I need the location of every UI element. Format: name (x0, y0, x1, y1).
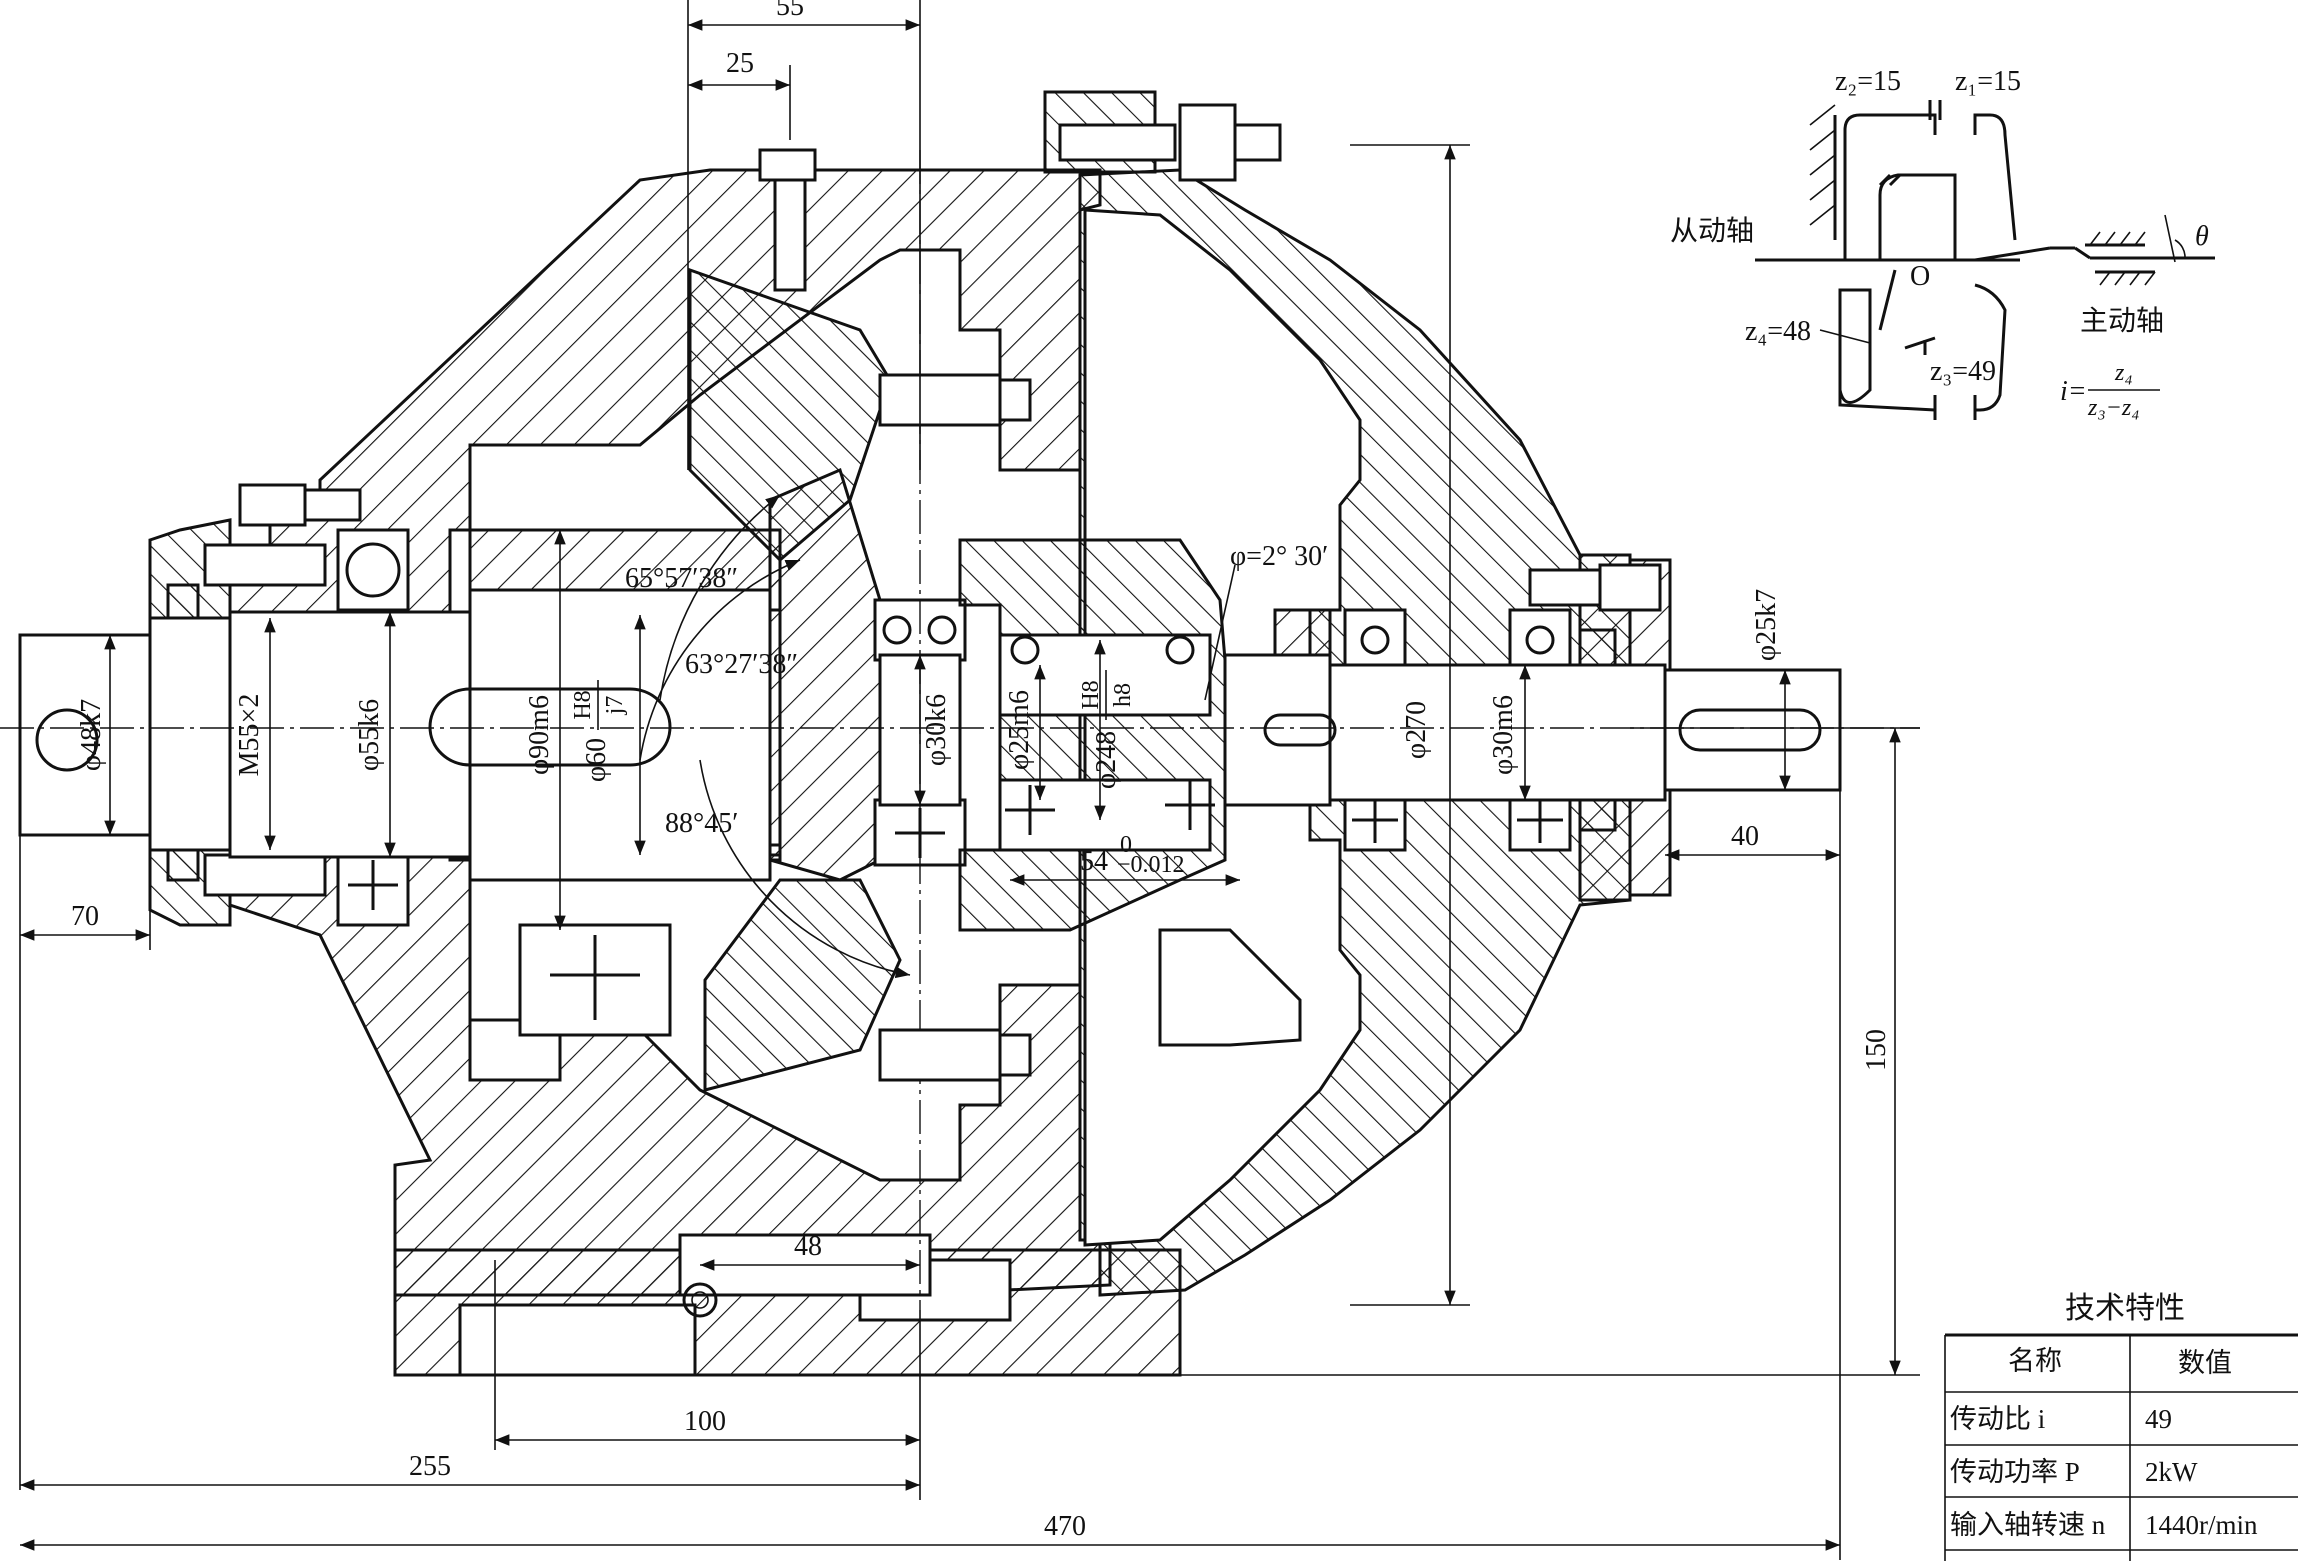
schematic-ratio-den: z₃−z₄ (2087, 395, 2140, 421)
table-row-name: 输入轴转速 n (1950, 1510, 2106, 1540)
dim-phi30m6: φ30m6 (1488, 695, 1519, 775)
schematic-ratio-lhs: i= (2060, 376, 2087, 407)
dim-40: 40 (1731, 821, 1759, 852)
spec-table: 技术特性 名称 数值 传动比 i 49 传动功率 P 2kW 输入轴转速 n 1… (1944, 1292, 2298, 1561)
kinematic-schematic: z₂=15 z₁=15 z₄=48 z₃=49 从动轴 主动轴 O θ i= z… (1670, 66, 2215, 421)
dim-48: 48 (794, 1231, 822, 1262)
dimension-labels: 55 25 70 255 100 48 470 40 150 φ48k7 M55… (71, 0, 1892, 1542)
dim-angle-63: 63°27′38″ (685, 649, 798, 680)
dim-angle-88: 88°45′ (665, 808, 738, 839)
dim-55: 55 (776, 0, 804, 22)
dim-25: 25 (726, 48, 754, 79)
dim-54-upper: 0 (1120, 832, 1132, 858)
table-title: 技术特性 (2065, 1292, 2185, 1325)
dim-fit-j7: j7 (602, 696, 628, 716)
schematic-driven-shaft: 从动轴 (1670, 215, 1754, 247)
table-row-value: 49 (2145, 1404, 2172, 1434)
schematic-ratio-num: z₄ (2114, 360, 2133, 386)
dim-phi60: φ60 (581, 738, 612, 782)
dim-fit-h8-b: H8 (1078, 680, 1104, 709)
table-row-value: 1440r/min (2145, 1510, 2258, 1540)
bolts (238, 103, 1662, 1082)
dim-phi55k6: φ55k6 (354, 699, 385, 771)
dimension-lines (19, 0, 1920, 1560)
dim-fit-h8n: h8 (1110, 683, 1136, 707)
dim-150: 150 (1861, 1029, 1892, 1071)
schematic-z4: z₄=48 (1745, 316, 1811, 347)
table-row-value: 2kW (2145, 1457, 2198, 1487)
dim-100: 100 (684, 1406, 726, 1437)
schematic-driving-shaft: 主动轴 (2080, 305, 2164, 337)
dim-70: 70 (71, 901, 99, 932)
schematic-theta: θ (2195, 221, 2209, 252)
dim-phi90m6: φ90m6 (524, 695, 555, 775)
dim-phi270: φ270 (1401, 701, 1432, 759)
table-row-name: 传动比 i (1950, 1404, 2045, 1434)
table-header-value: 数值 (2178, 1348, 2232, 1378)
schematic-point-o: O (1910, 261, 1930, 292)
dim-angle-65: 65°57′38″ (625, 563, 738, 594)
dim-phi248: φ248 (1091, 731, 1122, 789)
dim-m55: M55×2 (234, 694, 265, 777)
dim-54-lower: −0.012 (1117, 852, 1185, 878)
dim-470: 470 (1044, 1511, 1086, 1542)
table-header-name: 名称 (2008, 1346, 2062, 1376)
dim-phi30k6: φ30k6 (921, 694, 952, 766)
dim-54: 54 (1080, 846, 1108, 877)
dim-phi25m6: φ25m6 (1004, 690, 1035, 770)
table-row-name: 传动功率 P (1950, 1457, 2080, 1487)
schematic-z3: z₃=49 (1930, 356, 1996, 387)
dim-fit-h8: H8 (570, 690, 596, 719)
schematic-z1: z₁=15 (1955, 66, 2021, 97)
dim-phi-angle: φ=2° 30′ (1230, 541, 1328, 572)
dim-255: 255 (409, 1451, 451, 1482)
schematic-z2: z₂=15 (1835, 66, 1901, 97)
dim-phi48k7: φ48k7 (76, 699, 107, 771)
dim-phi25k7: φ25k7 (1751, 589, 1782, 661)
